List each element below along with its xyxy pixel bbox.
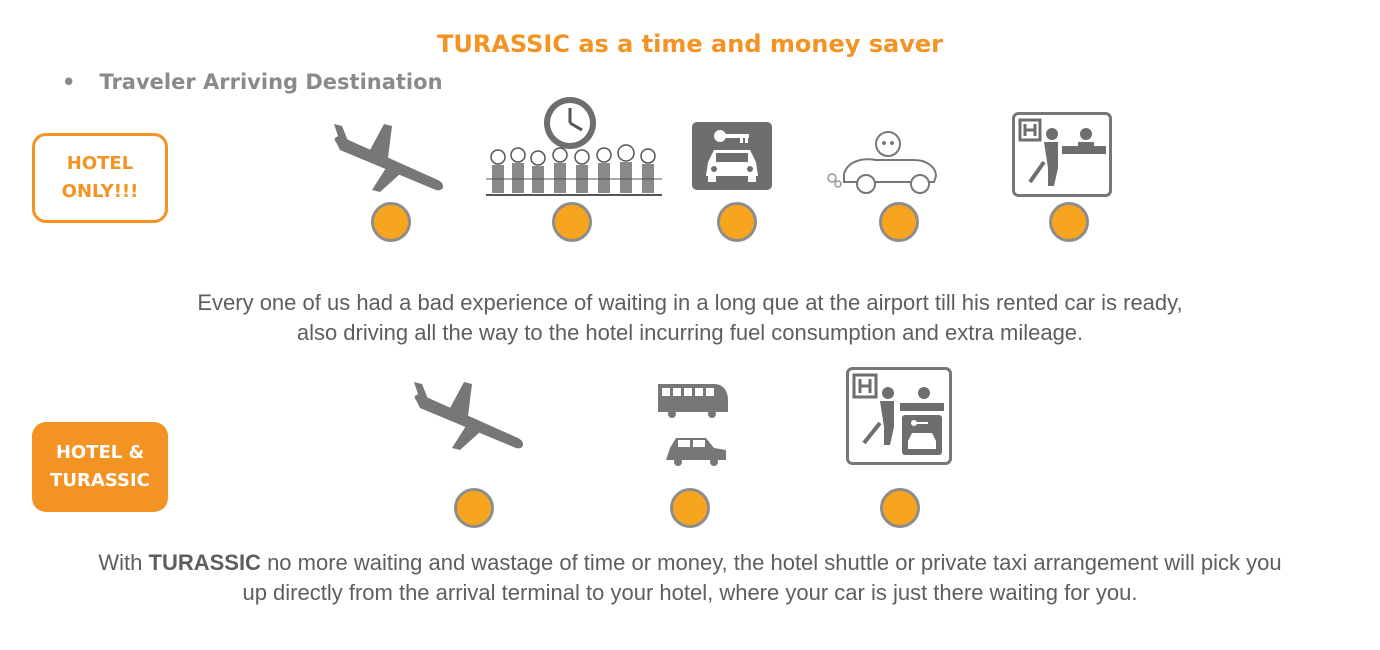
scenario2-line2: up directly from the arrival terminal to… [242,580,1138,605]
waiting-queue-clock-icon [486,97,662,196]
scenario1-line2: also driving all the way to the hotel in… [296,320,1084,345]
step-marker-1 [454,488,494,528]
bullet-text: Traveler Arriving Destination [99,70,443,94]
scenario2-line1-rest: no more waiting and wastage of time or m… [260,550,1282,575]
airplane-landing-icon [334,124,444,192]
turassic-brand: TURASSIC [148,550,261,575]
car-rental-key-icon [692,122,772,190]
step-marker-1 [371,202,411,242]
hotel-only-tag: HOTEL ONLY!!! [32,133,168,223]
old-car-driver-icon [827,131,938,194]
step-marker-2 [670,488,710,528]
airplane-landing-icon [414,382,524,450]
hotel-turassic-tag: HOTEL & TURASSIC [32,422,168,512]
scenario1-description: Every one of us had a bad experience of … [0,288,1380,348]
page-title: TURASSIC as a time and money saver [437,30,943,58]
scenario2-line1: With TURASSIC no more waiting and wastag… [0,548,1380,578]
step-marker-3 [880,488,920,528]
shuttle-bus-and-taxi-icon [658,384,728,466]
bullet-marker: • [62,70,76,94]
bullet-traveler-arriving: • Traveler Arriving Destination [62,70,443,94]
hotel-reception-icon [1012,112,1112,197]
scenario1-line1: Every one of us had a bad experience of … [197,290,1183,315]
scenario2-description: With TURASSIC no more waiting and wastag… [0,548,1380,608]
hotel-reception-car-icon [846,367,952,465]
step-marker-4 [879,202,919,242]
step-marker-2 [552,202,592,242]
step-marker-3 [717,202,757,242]
step-marker-5 [1049,202,1089,242]
scenario2-prefix: With [98,550,149,575]
